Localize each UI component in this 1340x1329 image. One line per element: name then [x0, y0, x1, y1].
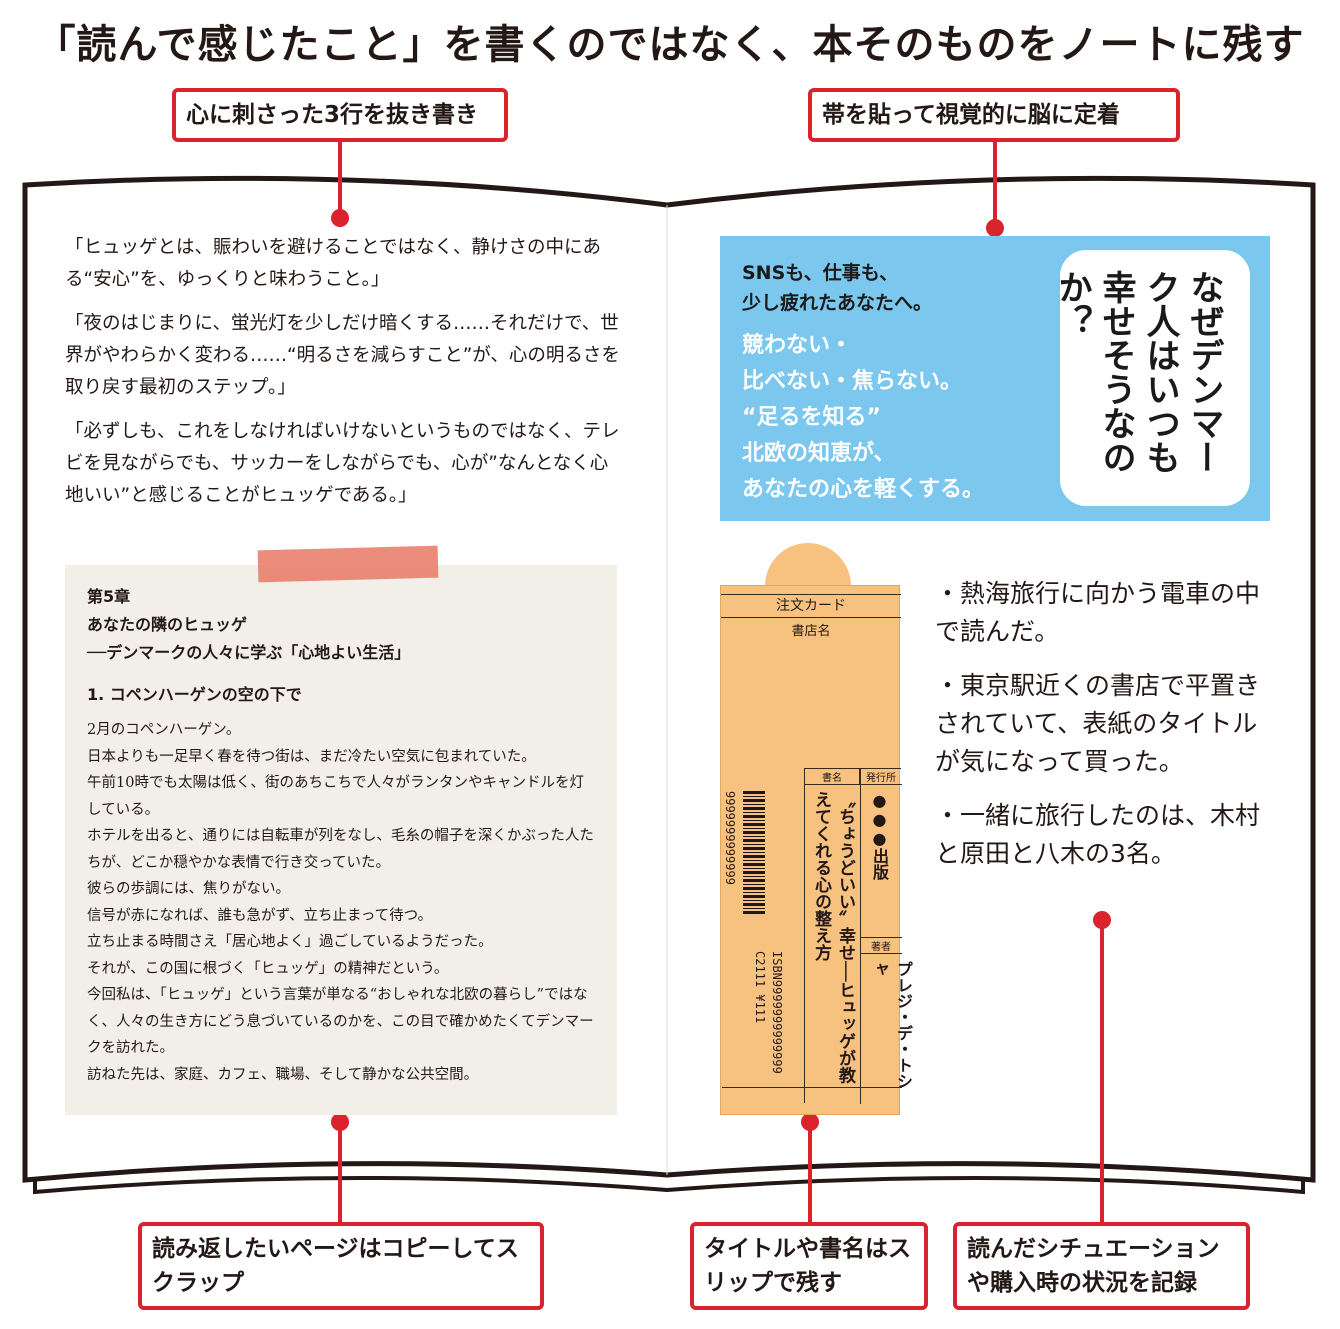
- barcode: [743, 791, 765, 916]
- publisher-label: 発行所: [860, 769, 902, 785]
- slip-header: 注文カード: [721, 594, 901, 618]
- divider: [860, 769, 861, 1104]
- chapter-title: あなたの隣のヒュッゲ: [87, 615, 248, 634]
- note: ・熱海旅行に向かう電車の中で読んだ。: [935, 579, 1261, 646]
- masking-tape: [257, 545, 439, 583]
- quote: 「ヒュッゲとは、賑わいを避けることではなく、静けさの中にある“安心”を、ゆっくり…: [65, 237, 601, 290]
- body-line: 立ち止まる時間さえ「居心地よく」過ごしているようだった。: [87, 934, 493, 950]
- body-line: ホテルを出ると、通りには自転車が列をなし、毛糸の帽子を深くかぶった人たちが、どこ…: [87, 828, 594, 871]
- book-title: 〝ちょうどいい〟幸せ──ヒュッゲが教えてくれる心の整え方: [811, 791, 855, 1084]
- quote: 「必ずしも、これをしなければいけないというものではなく、テレビを見ながらでも、サ…: [65, 421, 620, 506]
- note: ・一緒に旅行したのは、木村と原田と八木の3名。: [935, 801, 1261, 868]
- obi-line: 比べない・焦らない。: [742, 369, 963, 394]
- divider: [722, 1087, 902, 1088]
- obi-sub-line: 少し疲れたあなたへ。: [742, 292, 933, 314]
- body-line: 信号が赤になれば、誰も急がず、立ち止まって待つ。: [87, 907, 433, 924]
- section-title: 1. コペンハーゲンの空の下で: [87, 685, 302, 704]
- excerpt-quotes: 「ヒュッゲとは、賑わいを避けることではなく、静けさの中にある“安心”を、ゆっくり…: [65, 232, 625, 524]
- body-line: それが、この国に根づく「ヒュッゲ」の精神だという。: [87, 960, 449, 977]
- obi-line: あなたの心を軽くする。: [742, 477, 985, 502]
- label-slip: タイトルや書名はスリップで残す: [690, 1222, 928, 1310]
- price-code: C2111 ¥111: [753, 951, 767, 1024]
- body-line: 彼らの歩調には、焦りがない。: [87, 881, 290, 897]
- slip-table: 書名 発行所 著者 〝ちょうどいい〟幸せ──ヒュッゲが教えてくれる心の整え方 ●…: [722, 768, 913, 1104]
- title-label: 書名: [805, 769, 860, 785]
- note: ・東京駅近くの書店で平置きされていて、表紙のタイトルが気になって買った。: [935, 671, 1261, 776]
- body-line: 訪ねた先は、家庭、カフェ、職場、そして静かな公共空間。: [87, 1066, 479, 1083]
- handwritten-notes: ・熱海旅行に向かう電車の中で読んだ。 ・東京駅近くの書店で平置きされていて、表紙…: [935, 575, 1275, 889]
- obi-line: 競わない・: [742, 333, 853, 358]
- isbn: ISBN9999999999999: [769, 951, 785, 1074]
- chapter-subtitle: ──デンマークの人々に学ぶ「心地よい生活」: [87, 643, 411, 662]
- page-title: 「読んで感じたこと」を書くのではなく、本そのものをノートに残す: [35, 21, 1305, 68]
- label-obi: 帯を貼って視覚的に脳に定着: [808, 88, 1180, 142]
- slip-store: 書店名: [791, 624, 831, 639]
- quote: 「夜のはじまりに、蛍光灯を少しだけ暗くする……それだけで、世界がやわらかく変わる…: [65, 313, 620, 398]
- barcode-number: 9999999999999: [723, 791, 737, 885]
- book-obi: SNSも、仕事も、 少し疲れたあなたへ。 競わない・ 比べない・焦らない。 “足…: [720, 236, 1270, 521]
- body-line: 日本よりも一足早く春を待つ街は、まだ冷たい空気に包まれていた。: [87, 748, 536, 765]
- obi-line: “足るを知る”: [742, 405, 881, 430]
- author: プレジ・デ・トシャ: [870, 961, 913, 1089]
- label-excerpt: 心に刺さった3行を抜き書き: [172, 88, 508, 142]
- chapter-number: 第5章: [87, 587, 131, 606]
- body-line: 今回私は、「ヒュッゲ」という言葉が単なる“おしゃれな北欧の暮らし”ではなく、人々…: [87, 987, 594, 1056]
- author-label: 著者: [860, 937, 902, 954]
- speech-bubble: なぜデンマーク人はいつも幸せそうなのか？: [1052, 250, 1250, 506]
- isbn-number: ISBN9999999999999: [770, 951, 784, 1074]
- obi-line: 北欧の知恵が、: [742, 441, 896, 466]
- body-line: 2月のコペンハーゲン。: [87, 722, 241, 738]
- scrap-page: 第5章 あなたの隣のヒュッゲ ──デンマークの人々に学ぶ「心地よい生活」 1. …: [65, 565, 617, 1115]
- body-line: 午前10時でも太陽は低く、街のあちこちで人々がランタンやキャンドルを灯している。: [87, 775, 584, 818]
- label-situation: 読んだシチュエーションや購入時の状況を記録: [953, 1222, 1250, 1310]
- publisher: ●●●出版: [870, 791, 889, 880]
- label-scrap: 読み返したいページはコピーしてスクラップ: [138, 1222, 544, 1310]
- order-slip: 注文カード 書店名 書名 発行所 著者 〝ちょうどいい〟幸せ──ヒュッゲが教えて…: [720, 585, 913, 1115]
- obi-sub-line: SNSも、仕事も、: [742, 262, 899, 284]
